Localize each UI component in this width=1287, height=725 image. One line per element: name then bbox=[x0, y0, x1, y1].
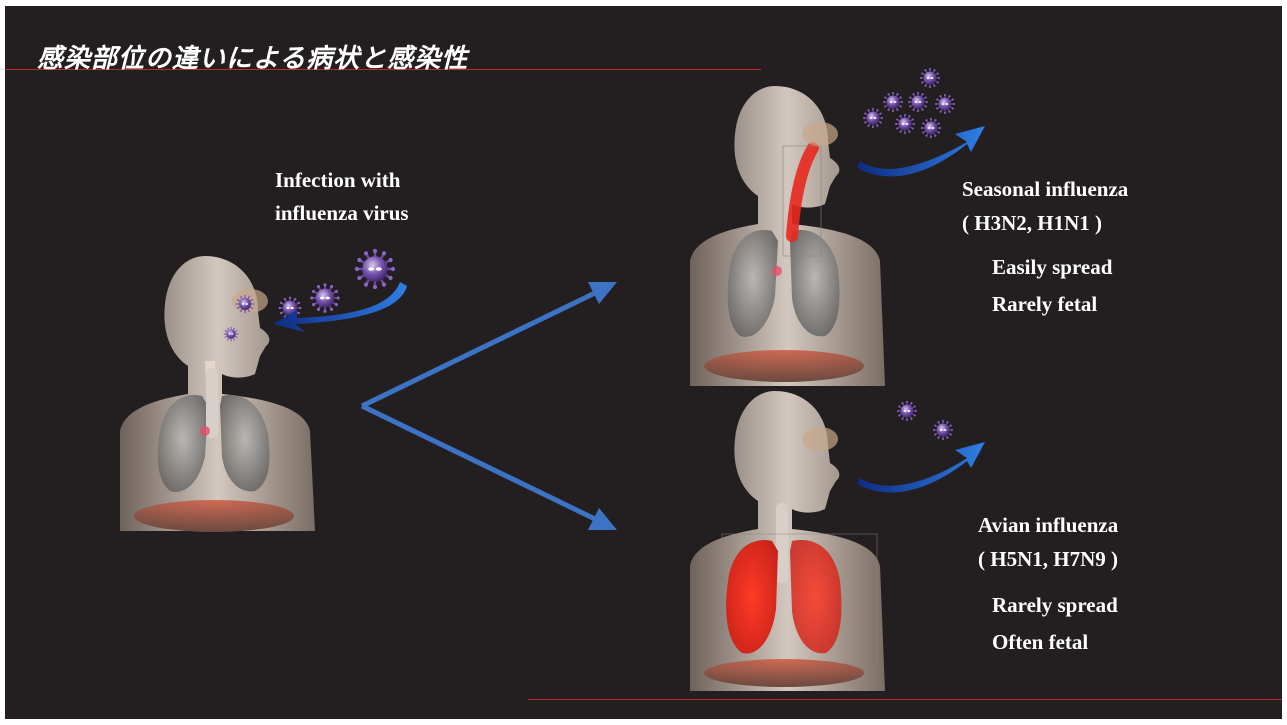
avian-properties: Rarely spread Often fetal bbox=[992, 587, 1118, 661]
virus-icon bbox=[895, 114, 915, 134]
avian-spread: Rarely spread bbox=[992, 587, 1118, 624]
figure-seasonal-influenza bbox=[690, 86, 885, 386]
virus-icon bbox=[883, 92, 903, 112]
figure-avian-influenza bbox=[690, 391, 885, 691]
avian-name: Avian influenza bbox=[978, 508, 1118, 542]
infection-label-line1: Infection with bbox=[275, 164, 409, 197]
swoosh-arrow-avian bbox=[857, 442, 985, 492]
virus-icon bbox=[933, 420, 953, 440]
branch-arrows bbox=[362, 282, 617, 530]
avian-label: Avian influenza ( H5N1, H7N9 ) bbox=[978, 508, 1118, 576]
virus-icon bbox=[863, 108, 883, 128]
seasonal-subtypes: ( H3N2, H1N1 ) bbox=[962, 206, 1128, 240]
footer-rule bbox=[528, 699, 1282, 700]
seasonal-severity: Rarely fetal bbox=[992, 286, 1112, 323]
seasonal-name: Seasonal influenza bbox=[962, 172, 1128, 206]
seasonal-spread: Easily spread bbox=[992, 249, 1112, 286]
virus-icon bbox=[897, 401, 917, 421]
figure-infected-person bbox=[120, 256, 315, 532]
virus-cluster-seasonal bbox=[863, 68, 955, 138]
infection-label-line2: influenza virus bbox=[275, 197, 409, 230]
avian-severity: Often fetal bbox=[992, 624, 1118, 661]
avian-subtypes: ( H5N1, H7N9 ) bbox=[978, 542, 1118, 576]
seasonal-label: Seasonal influenza ( H3N2, H1N1 ) bbox=[962, 172, 1128, 240]
slide: 感染部位の違いによる病状と感染性 bbox=[5, 6, 1282, 719]
virus-icon bbox=[908, 92, 928, 112]
infection-label: Infection with influenza virus bbox=[275, 164, 409, 230]
virus-icon bbox=[935, 94, 955, 114]
virus-pair-avian bbox=[897, 401, 953, 440]
seasonal-properties: Easily spread Rarely fetal bbox=[992, 249, 1112, 323]
virus-icon bbox=[355, 249, 395, 289]
swoosh-arrow-seasonal bbox=[857, 126, 985, 176]
virus-icon bbox=[920, 68, 940, 88]
virus-icon bbox=[921, 118, 941, 138]
virus-icon bbox=[310, 283, 339, 312]
